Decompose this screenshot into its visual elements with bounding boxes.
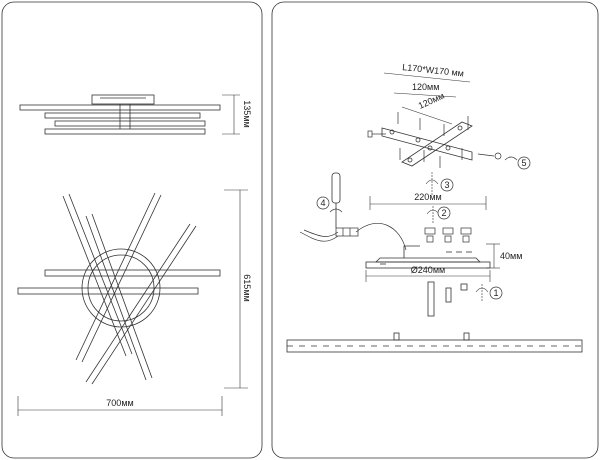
mounting-bracket: [381, 121, 473, 167]
bracket-dimensions: [383, 72, 471, 125]
svg-text:5: 5: [521, 158, 526, 168]
span-label: 220мм: [414, 192, 441, 202]
terminal-block: [335, 227, 359, 237]
led-bar-4: [85, 223, 197, 385]
screwdriver: [331, 172, 341, 228]
screws: [367, 112, 502, 168]
svg-text:1: 1: [493, 288, 498, 298]
led-bar-assembly: [286, 332, 583, 353]
connector-parts: [427, 281, 468, 317]
svg-text:4: 4: [320, 198, 325, 208]
canopy-base: [365, 245, 491, 269]
svg-text:2: 2: [441, 208, 446, 218]
top-view: [17, 192, 221, 385]
span-dimension: [369, 196, 487, 210]
step-2-callout: 2: [426, 206, 451, 224]
led-bar-2: [85, 213, 153, 381]
step-5-callout: 5: [504, 156, 531, 170]
arm-b-label: 120мм: [417, 91, 446, 111]
step-1-callout: 1: [475, 284, 503, 302]
led-bar-3: [75, 192, 162, 363]
top-height-dimension: [224, 189, 248, 389]
wiring: [299, 222, 407, 251]
right-panel-frame: [271, 1, 599, 459]
base-diameter-label: Ø240мм: [411, 265, 445, 275]
side-view: [19, 94, 221, 135]
svg-text:3: 3: [444, 180, 449, 190]
step-3-callout: 3: [425, 172, 454, 196]
top-width-label: 700мм: [106, 398, 133, 408]
top-height-label: 615мм: [242, 274, 252, 301]
led-bar-5: [44, 269, 221, 277]
led-bar-1: [62, 193, 133, 357]
left-panel-frame: [1, 1, 263, 459]
led-bar-6: [17, 287, 199, 295]
base-diameter-dimension: [365, 270, 491, 282]
nuts: [424, 227, 472, 243]
side-height-dimension: [222, 94, 240, 135]
step-4-callout: 4: [316, 196, 343, 213]
base-height-dimension: [486, 243, 500, 269]
top-width-dimension: [17, 396, 223, 416]
base-height-label: 40мм: [500, 251, 522, 261]
arm-a-label: 120мм: [412, 82, 439, 92]
side-height-label: 135мм: [242, 100, 252, 127]
